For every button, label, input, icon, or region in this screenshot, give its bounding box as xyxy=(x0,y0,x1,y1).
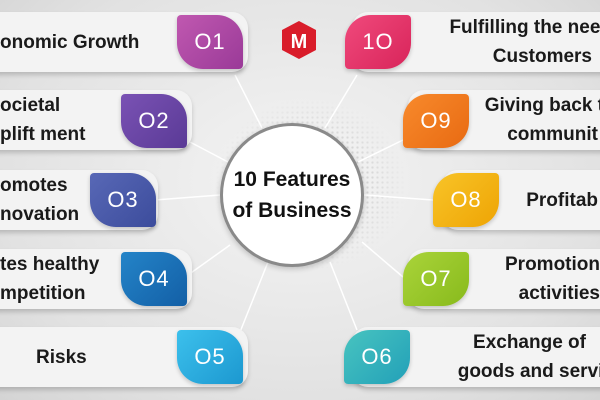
feature-label: Fulfilling the need xyxy=(449,17,600,38)
center-title-circle: 10 Features of Business xyxy=(220,123,364,267)
feature-label: Promotion xyxy=(505,254,600,275)
feature-badge-5: O5 xyxy=(177,330,243,384)
svg-text:M: M xyxy=(291,31,308,53)
feature-label: omotes xyxy=(0,175,68,196)
feature-badge-3: O3 xyxy=(90,173,156,227)
feature-label: plift ment xyxy=(0,124,86,145)
feature-badge-2: O2 xyxy=(121,94,187,148)
center-title-line2: of Business xyxy=(232,199,352,222)
feature-label: mpetition xyxy=(0,283,86,304)
feature-label: Profitab xyxy=(526,189,598,211)
feature-badge-9: O9 xyxy=(403,94,469,148)
feature-label: onomic Growth xyxy=(0,31,140,53)
feature-badge-4: O4 xyxy=(121,252,187,306)
feature-label: communit xyxy=(507,124,598,145)
feature-label: novation xyxy=(0,204,80,225)
center-title-line1: 10 Features xyxy=(233,168,351,191)
feature-label: Exchange of xyxy=(473,332,586,353)
feature-badge-8: O8 xyxy=(433,173,499,227)
feature-label: Customers xyxy=(492,46,592,67)
feature-badge-10: 1O xyxy=(345,15,411,69)
feature-label: tes healthy xyxy=(0,254,100,275)
feature-badge-1: O1 xyxy=(177,15,243,69)
feature-label: Risks xyxy=(36,346,87,368)
feature-badge-6: O6 xyxy=(344,330,410,384)
feature-label: ocietal xyxy=(0,95,61,116)
feature-label: goods and servic xyxy=(457,361,600,382)
feature-label: activities xyxy=(518,283,600,304)
brand-logo: M xyxy=(280,20,318,60)
feature-badge-7: O7 xyxy=(403,252,469,306)
feature-label: Giving back t xyxy=(484,95,600,116)
